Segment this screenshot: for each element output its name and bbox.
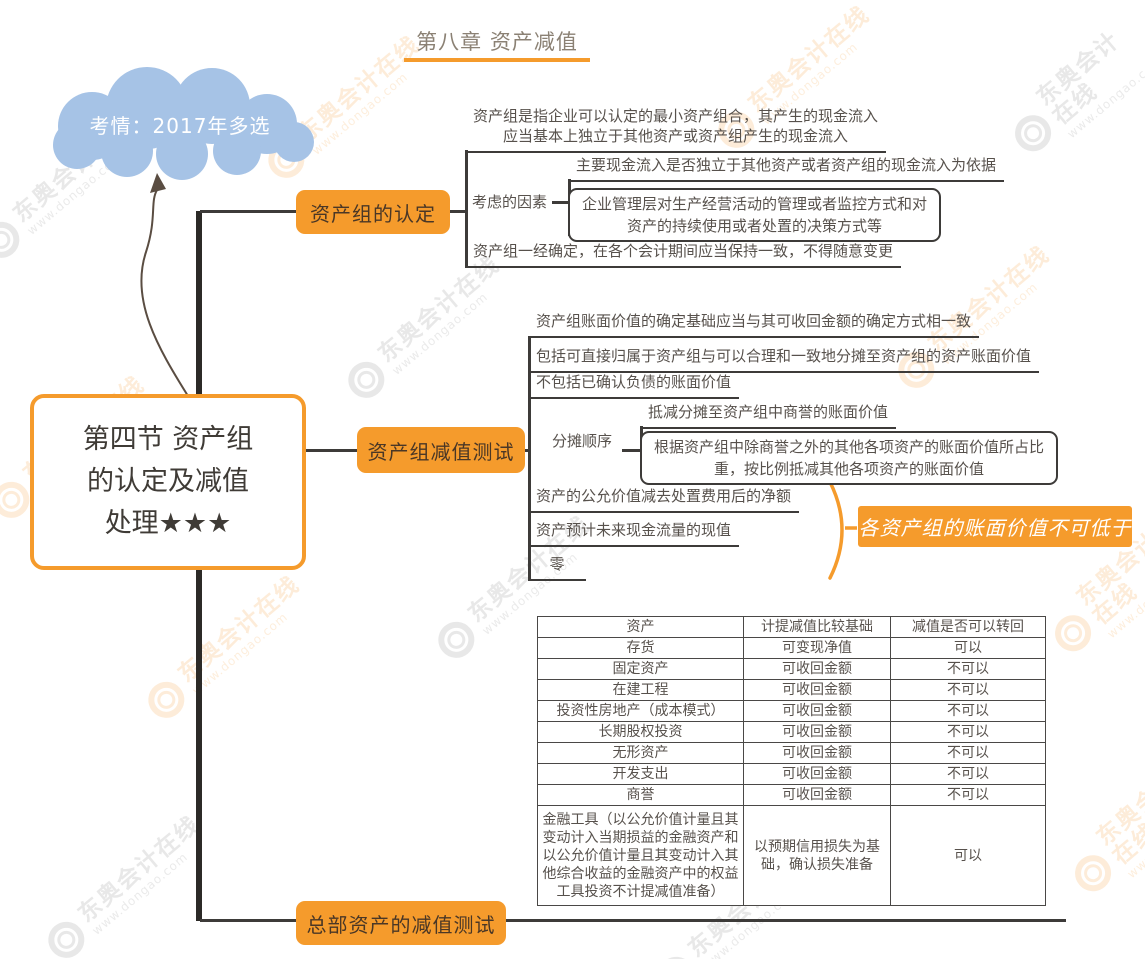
table-cell: 不可以 bbox=[890, 679, 1046, 701]
table-cell: 投资性房地产（成本模式） bbox=[537, 700, 744, 722]
connector bbox=[450, 210, 466, 213]
table-row: 无形资产可收回金额不可以 bbox=[537, 742, 1046, 764]
table-cell: 可收回金额 bbox=[742, 763, 892, 785]
topic-allocation-order-label[interactable]: 分摊顺序 bbox=[552, 432, 613, 450]
exam-note-cloud[interactable]: 考情：2017年多选 bbox=[42, 66, 318, 181]
table-cell: 固定资产 bbox=[537, 658, 744, 680]
cloud-shape-icon bbox=[53, 67, 314, 180]
table-row: 商誉可收回金额不可以 bbox=[537, 784, 1046, 806]
dongao-logo-icon bbox=[341, 354, 392, 406]
root-topic[interactable]: 第四节 资产组 的认定及减值 处理★★★ bbox=[30, 394, 306, 570]
table-cell: 可以 bbox=[890, 805, 1046, 906]
table-cell: 商誉 bbox=[537, 784, 744, 806]
callout-floor-note[interactable]: 各资产组的账面价值不可低于 bbox=[858, 506, 1132, 547]
table-row: 金融工具（以公允价值计量且其变动计入当期损益的金融资产和以公允价值计量且其变动计… bbox=[537, 805, 1046, 906]
table-row: 投资性房地产（成本模式）可收回金额不可以 bbox=[537, 700, 1046, 722]
dongao-logo-icon bbox=[651, 949, 702, 959]
table-cell: 不可以 bbox=[890, 784, 1046, 806]
table-cell: 以预期信用损失为基础，确认损失准备 bbox=[742, 805, 892, 906]
table-cell: 长期股权投资 bbox=[537, 721, 744, 743]
dongao-logo-icon bbox=[41, 914, 92, 959]
table-row: 开发支出可收回金额不可以 bbox=[537, 763, 1046, 785]
table-header-cell: 减值是否可以转回 bbox=[890, 616, 1046, 638]
trunk-line-top bbox=[196, 211, 202, 397]
chapter-title: 第八章 资产减值 bbox=[416, 30, 578, 54]
topic-fair-value-less-costs[interactable]: 资产的公允价值减去处置费用后的净额 bbox=[528, 484, 800, 513]
table-cell: 可收回金额 bbox=[742, 742, 892, 764]
dongao-logo-icon bbox=[431, 614, 482, 666]
trunk-line-bottom bbox=[196, 559, 202, 921]
branch1-bracket bbox=[465, 150, 468, 268]
topic-goodwill-first[interactable]: 抵减分摊至资产组中商誉的账面价值 bbox=[640, 400, 897, 429]
impairment-table[interactable]: 资产计提减值比较基础减值是否可以转回 存货可变现净值可以固定资产可收回金额不可以… bbox=[537, 616, 1046, 906]
chapter-title-underline bbox=[404, 58, 590, 62]
table-cell: 可收回金额 bbox=[742, 784, 892, 806]
table-row: 固定资产可收回金额不可以 bbox=[537, 658, 1046, 680]
connector bbox=[200, 919, 296, 922]
dongao-logo-icon bbox=[0, 214, 27, 266]
topic-factor-management[interactable]: 企业管理层对生产经营活动的管理或者监控方式和对 资产的持续使用或者处置的决策方式… bbox=[568, 188, 942, 242]
table-cell: 无形资产 bbox=[537, 742, 744, 764]
table-cell: 不可以 bbox=[890, 658, 1046, 680]
topic-zero[interactable]: 零 bbox=[528, 552, 586, 581]
table-cell: 不可以 bbox=[890, 721, 1046, 743]
topic-exclude-liabilities[interactable]: 不包括已确认负债的账面价值 bbox=[528, 370, 740, 399]
topic-consistency[interactable]: 资产组一经确定，在各个会计期间应当保持一致，不得随意变更 bbox=[465, 239, 902, 268]
cloud-arrow-connector bbox=[140, 189, 189, 397]
branch-impairment-test[interactable]: 资产组减值测试 bbox=[357, 427, 525, 473]
connector bbox=[622, 449, 640, 452]
table-row: 长期股权投资可收回金额不可以 bbox=[537, 721, 1046, 743]
table-cell: 可收回金额 bbox=[742, 700, 892, 722]
branch3-underline bbox=[506, 919, 1066, 922]
callout-brace bbox=[828, 480, 844, 580]
table-cell: 在建工程 bbox=[537, 679, 744, 701]
table-cell: 不可以 bbox=[890, 700, 1046, 722]
table-header-cell: 计提减值比较基础 bbox=[742, 616, 892, 638]
connector bbox=[200, 210, 296, 213]
branch2-bracket bbox=[528, 336, 531, 580]
table-header-row: 资产计提减值比较基础减值是否可以转回 bbox=[537, 616, 1046, 638]
table-cell: 不可以 bbox=[890, 742, 1046, 764]
topic-factor-cash-inflow[interactable]: 主要现金流入是否独立于其他资产或者资产组的现金流入为依据 bbox=[568, 153, 1005, 182]
table-header-cell: 资产 bbox=[537, 616, 744, 638]
topic-present-value[interactable]: 资产预计未来现金流量的现值 bbox=[528, 518, 740, 547]
dongao-logo-icon bbox=[1067, 847, 1119, 899]
table-cell: 可收回金额 bbox=[742, 721, 892, 743]
table-cell: 可变现净值 bbox=[742, 637, 892, 659]
table-cell: 可收回金额 bbox=[742, 679, 892, 701]
connector bbox=[552, 201, 568, 204]
dongao-logo-icon bbox=[1007, 107, 1059, 159]
table-cell: 不可以 bbox=[890, 763, 1046, 785]
branch-asset-group-recognition[interactable]: 资产组的认定 bbox=[296, 190, 450, 234]
topic-carrying-amount-basis[interactable]: 资产组账面价值的确定基础应当与其可收回金额的确定方式相一致 bbox=[528, 309, 980, 338]
dongao-logo-icon bbox=[1047, 607, 1099, 659]
table-cell: 金融工具（以公允价值计量且其变动计入当期损益的金融资产和以公允价值计量且其变动计… bbox=[537, 805, 744, 906]
topic-include[interactable]: 包括可直接归属于资产组与可以合理和一致地分摊至资产组的资产账面价值 bbox=[528, 344, 1040, 373]
table-cell: 开发支出 bbox=[537, 763, 744, 785]
topic-factors-label[interactable]: 考虑的因素 bbox=[472, 193, 548, 211]
dongao-logo-icon bbox=[141, 674, 192, 726]
table-cell: 可以 bbox=[890, 637, 1046, 659]
table-cell: 存货 bbox=[537, 637, 744, 659]
table-cell: 可收回金额 bbox=[742, 658, 892, 680]
branch-corporate-assets[interactable]: 总部资产的减值测试 bbox=[296, 901, 506, 945]
table-row: 在建工程可收回金额不可以 bbox=[537, 679, 1046, 701]
table-row: 存货可变现净值可以 bbox=[537, 637, 1046, 659]
exam-note-text: 考情：2017年多选 bbox=[89, 114, 271, 138]
topic-asset-group-definition[interactable]: 资产组是指企业可以认定的最小资产组合，其产生的现金流入 应当基本上独立于其他资产… bbox=[465, 104, 887, 153]
connector bbox=[300, 449, 357, 452]
topic-prorata-allocation[interactable]: 根据资产组中除商誉之外的其他各项资产的账面价值所占比 重，按比例抵减其他各项资产… bbox=[640, 431, 1059, 485]
